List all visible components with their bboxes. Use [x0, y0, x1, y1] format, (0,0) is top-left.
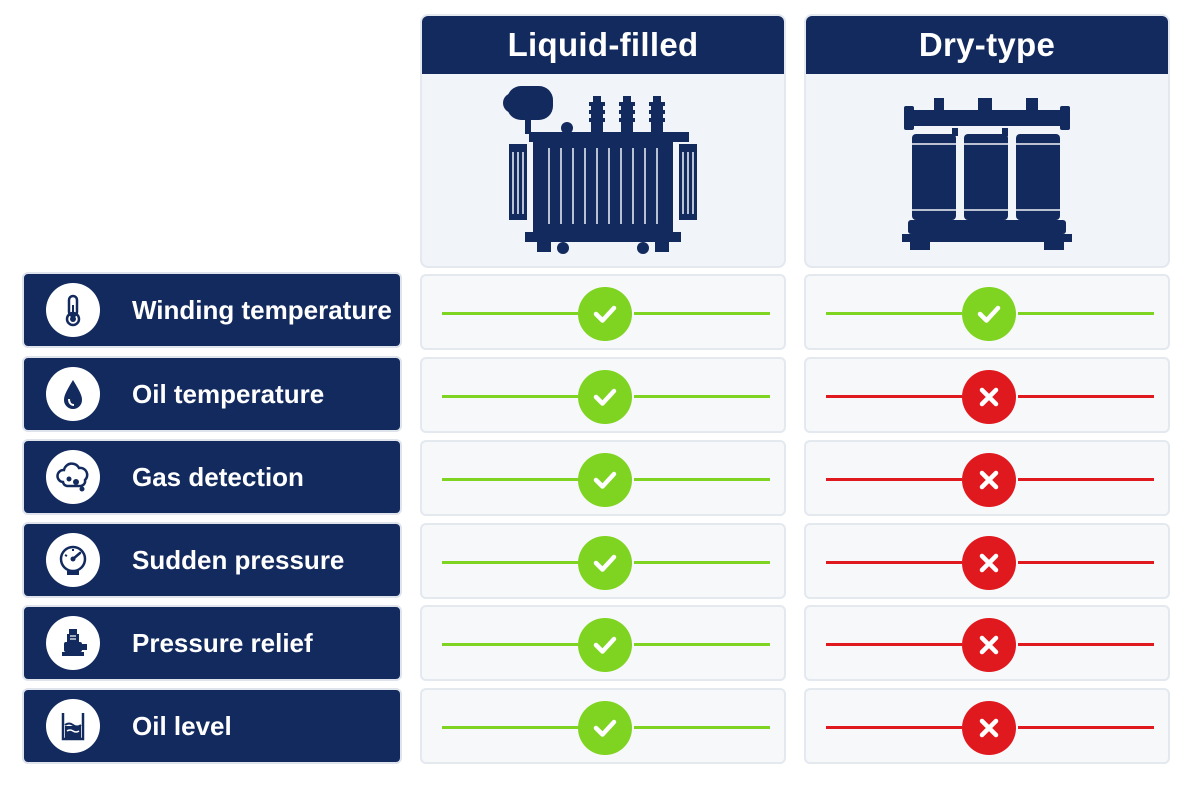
- relief-valve-icon: [46, 616, 100, 670]
- liquid-filled-title: Liquid-filled: [422, 16, 784, 74]
- dry-type-cell: [804, 523, 1170, 599]
- cross-icon: [962, 618, 1016, 672]
- connector-line: [634, 726, 770, 729]
- connector-line: [634, 643, 770, 646]
- gas-cloud-icon: [46, 450, 100, 504]
- oil-drop-icon: [46, 367, 100, 421]
- feature-label-card: Sudden pressure: [22, 522, 402, 598]
- dry-type-cell: [804, 688, 1170, 764]
- check-icon: [578, 370, 632, 424]
- liquid-filled-cell: [420, 274, 786, 350]
- feature-label: Oil temperature: [132, 378, 325, 409]
- connector-line: [634, 478, 770, 481]
- feature-label-card: Winding temperature: [22, 272, 402, 348]
- feature-label-card: Oil level: [22, 688, 402, 764]
- connector-line: [442, 726, 578, 729]
- connector-line: [826, 312, 962, 315]
- connector-line: [1018, 395, 1154, 398]
- check-icon: [578, 536, 632, 590]
- feature-label-card: Oil temperature: [22, 356, 402, 432]
- thermometer-icon: [46, 283, 100, 337]
- feature-label: Pressure relief: [132, 627, 313, 658]
- connector-line: [1018, 643, 1154, 646]
- liquid-filled-cell: [420, 605, 786, 681]
- liquid-filled-column-header: Liquid-filled: [420, 14, 786, 268]
- connector-line: [442, 561, 578, 564]
- cross-icon: [962, 536, 1016, 590]
- dry-type-transformer-icon: [902, 98, 1072, 250]
- dry-type-cell: [804, 440, 1170, 516]
- dry-type-cell: [804, 357, 1170, 433]
- connector-line: [634, 561, 770, 564]
- connector-line: [826, 643, 962, 646]
- liquid-filled-cell: [420, 688, 786, 764]
- feature-label-card: Gas detection: [22, 439, 402, 515]
- feature-label: Gas detection: [132, 461, 304, 492]
- connector-line: [826, 726, 962, 729]
- dry-type-column-header: Dry-type: [804, 14, 1170, 268]
- check-icon: [578, 287, 632, 341]
- check-icon: [578, 618, 632, 672]
- cross-icon: [962, 370, 1016, 424]
- connector-line: [1018, 561, 1154, 564]
- connector-line: [442, 478, 578, 481]
- connector-line: [634, 312, 770, 315]
- check-icon: [578, 453, 632, 507]
- liquid-filled-cell: [420, 440, 786, 516]
- liquid-filled-cell: [420, 357, 786, 433]
- connector-line: [1018, 312, 1154, 315]
- connector-line: [826, 395, 962, 398]
- pressure-gauge-icon: [46, 533, 100, 587]
- connector-line: [634, 395, 770, 398]
- feature-label: Sudden pressure: [132, 544, 345, 575]
- connector-line: [1018, 478, 1154, 481]
- dry-type-title: Dry-type: [806, 16, 1168, 74]
- connector-line: [826, 478, 962, 481]
- dry-type-cell: [804, 274, 1170, 350]
- feature-label-card: Pressure relief: [22, 605, 402, 681]
- connector-line: [442, 643, 578, 646]
- liquid-filled-transformer-icon: [503, 86, 697, 254]
- cross-icon: [962, 701, 1016, 755]
- feature-label: Oil level: [132, 710, 232, 741]
- connector-line: [442, 395, 578, 398]
- dry-type-cell: [804, 605, 1170, 681]
- feature-label: Winding temperature: [132, 294, 392, 325]
- connector-line: [1018, 726, 1154, 729]
- oil-level-tank-icon: [46, 699, 100, 753]
- connector-line: [442, 312, 578, 315]
- connector-line: [826, 561, 962, 564]
- cross-icon: [962, 453, 1016, 507]
- check-icon: [578, 701, 632, 755]
- liquid-filled-cell: [420, 523, 786, 599]
- check-icon: [962, 287, 1016, 341]
